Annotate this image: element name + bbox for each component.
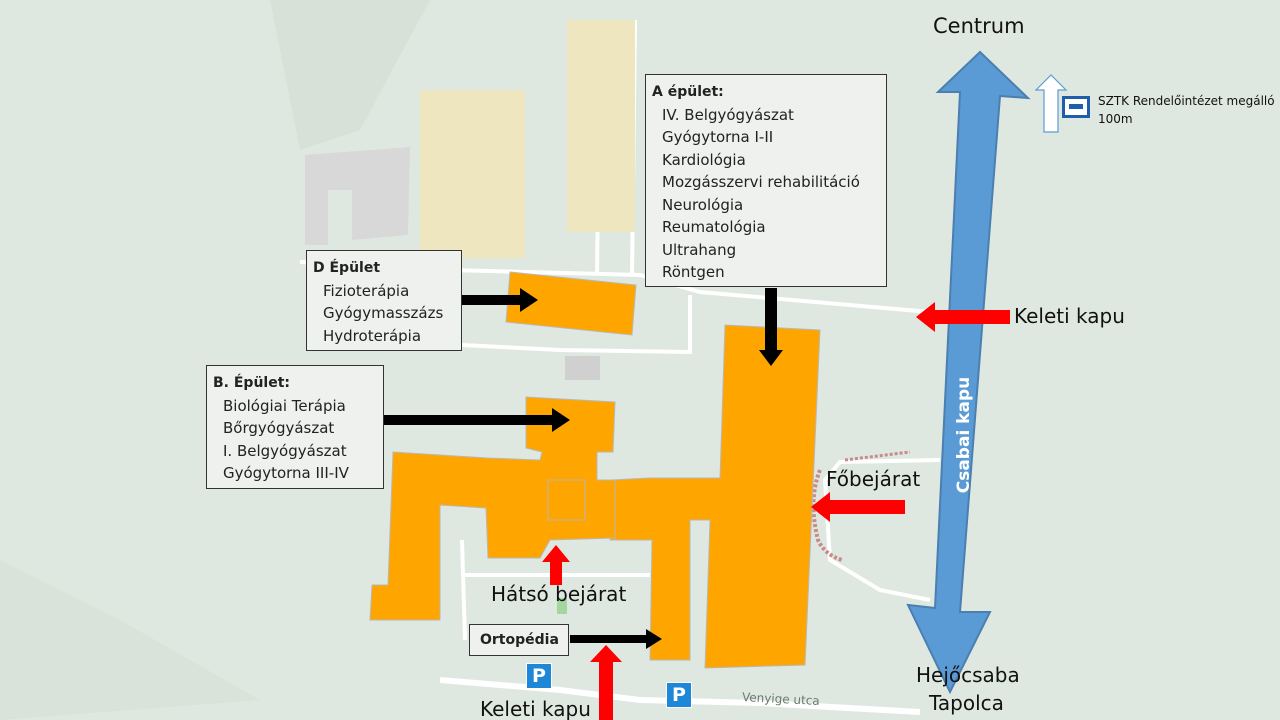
terrain-shade-south — [0, 560, 260, 720]
building-d-departments: Fizioterápia Gyógymasszázs Hydroterápia — [317, 280, 451, 348]
ortopedia-title: Ortopédia — [480, 632, 559, 648]
road-parking — [460, 539, 467, 641]
building-b-shape — [369, 396, 616, 621]
building-a-department: Gyógytorna I-II — [662, 128, 774, 146]
bus-stop-icon — [1062, 96, 1090, 118]
building-a-department: Mozgásszervi rehabilitáció — [662, 173, 860, 191]
hospital-buildings — [369, 271, 821, 669]
building-a-department: Reumatológia — [662, 218, 766, 236]
building-b-info: B. Épület: Biológiai Terápia Bőrgyógyász… — [206, 365, 384, 489]
building-d-info: D Épület Fizioterápia Gyógymasszázs Hydr… — [306, 250, 462, 351]
label-centrum: Centrum — [933, 14, 1025, 38]
building-d-department: Fizioterápia — [323, 281, 410, 300]
arrow-ortopedia — [570, 629, 662, 649]
building-a-department: Kardiológia — [662, 150, 746, 169]
building-a-department: IV. Belgyógyászat — [662, 105, 794, 124]
building-b-title: B. Épület: — [213, 375, 290, 391]
green-patch — [557, 598, 567, 614]
arrow-keleti-kapu-south — [590, 645, 622, 720]
building-a-departments: IV. Belgyógyászat Gyógytorna I-II Kardio… — [656, 104, 876, 284]
road-middle — [461, 295, 692, 355]
building-b-connector — [547, 479, 586, 521]
yellow-field-east — [567, 20, 635, 232]
arrow-a — [759, 288, 783, 366]
building-d-shape — [505, 271, 637, 336]
parking-icon: P — [526, 663, 552, 689]
building-a-shape — [609, 324, 821, 669]
building-a-department: Neurológia — [662, 195, 744, 214]
entrance-ramp-2 — [844, 450, 911, 462]
grey-building-small — [565, 356, 600, 380]
label-fobejarat: Főbejárat — [826, 467, 921, 491]
building-b-department: Bőrgyógyászat — [223, 419, 335, 437]
arrow-fobejarat — [811, 492, 905, 522]
label-tapolca: Tapolca — [929, 691, 1004, 715]
bus-stop-distance: 100m — [1098, 112, 1133, 126]
ortopedia-info: Ortopédia — [469, 624, 569, 656]
building-b-department: Gyógytorna III-IV — [223, 464, 349, 482]
entrance-ramp — [811, 469, 843, 562]
label-keleti-kapu-south: Keleti kapu — [480, 697, 591, 720]
arrow-hatso-bejarat — [542, 545, 570, 585]
red-arrows — [542, 302, 1010, 720]
black-arrows — [384, 288, 783, 649]
parking-icon: P — [666, 682, 692, 708]
building-b-departments: Biológiai Terápia Bőrgyógyászat I. Belgy… — [217, 395, 373, 485]
building-a-department: Ultrahang — [662, 240, 737, 259]
arrow-b — [384, 408, 570, 432]
building-a-title: A épület: — [652, 84, 724, 100]
csabai-kapu-arrow — [906, 50, 1031, 695]
arrow-d — [462, 288, 538, 312]
road-venyige — [439, 677, 921, 715]
building-a-department: Röntgen — [662, 263, 725, 281]
building-b-department: Biológiai Terápia — [223, 396, 346, 415]
terrain-shade — [270, 0, 430, 150]
building-d-department: Gyógymasszázs — [323, 304, 444, 322]
label-csabai-kapu: Csabai kapu — [954, 376, 974, 494]
label-keleti-kapu-east: Keleti kapu — [1014, 304, 1125, 328]
building-d-department: Hydroterápia — [323, 326, 422, 345]
building-b-department: I. Belgyógyászat — [223, 441, 347, 460]
bus-stop-direction-arrow — [1034, 74, 1068, 133]
label-hatso-bejarat: Hátsó bejárat — [491, 582, 627, 606]
building-a-info: A épület: IV. Belgyógyászat Gyógytorna I… — [645, 74, 887, 287]
label-hejocsaba: Hejőcsaba — [916, 663, 1020, 687]
bus-stop-label: SZTK Rendelőintézet megálló 100m — [1098, 92, 1275, 128]
arrow-keleti-kapu-east — [916, 302, 1010, 332]
grey-building-northwest — [305, 147, 410, 245]
yellow-field-west — [420, 90, 525, 258]
bus-stop-name: SZTK Rendelőintézet megálló — [1098, 94, 1275, 108]
building-d-title: D Épület — [313, 260, 381, 276]
